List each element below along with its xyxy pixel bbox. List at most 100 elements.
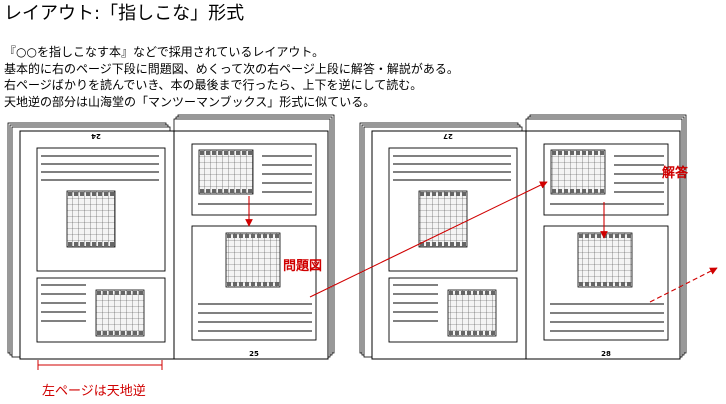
- piece-mark: [98, 192, 102, 196]
- piece-mark: [224, 151, 228, 155]
- piece-mark: [588, 151, 592, 155]
- piece-mark: [245, 282, 249, 286]
- piece-mark: [491, 291, 495, 295]
- problem-board: [225, 232, 281, 288]
- piece-mark: [74, 242, 78, 246]
- problem-label: 問題図: [283, 259, 322, 274]
- piece-mark: [80, 192, 84, 196]
- piece-mark: [218, 151, 222, 155]
- piece-mark: [485, 331, 489, 335]
- piece-mark: [609, 282, 613, 286]
- piece-mark: [230, 151, 234, 155]
- piece-mark: [115, 331, 119, 335]
- piece-mark: [576, 151, 580, 155]
- answer-to-next-page-arrow: [649, 267, 718, 303]
- piece-mark: [109, 291, 113, 295]
- piece-mark: [461, 331, 465, 335]
- piece-mark: [110, 242, 114, 246]
- piece-mark: [438, 242, 442, 246]
- piece-mark: [275, 282, 279, 286]
- piece-mark: [594, 189, 598, 193]
- description: 『○○を指しこなす本』などで採用されているレイアウト。 基本的に右のページ下段に…: [4, 44, 459, 110]
- piece-mark: [585, 282, 589, 286]
- left-page-number: 27: [443, 132, 453, 140]
- piece-mark: [133, 331, 137, 335]
- piece-mark: [68, 242, 72, 246]
- piece-mark: [224, 189, 228, 193]
- piece-mark: [121, 331, 125, 335]
- piece-mark: [591, 282, 595, 286]
- piece-mark: [456, 242, 460, 246]
- piece-mark: [74, 192, 78, 196]
- piece-mark: [263, 282, 267, 286]
- piece-mark: [92, 192, 96, 196]
- piece-mark: [263, 234, 267, 238]
- piece-mark: [600, 151, 604, 155]
- left-board-inverted: [418, 190, 468, 248]
- piece-mark: [236, 189, 240, 193]
- piece-mark: [212, 151, 216, 155]
- piece-mark: [455, 291, 459, 295]
- piece-mark: [127, 291, 131, 295]
- description-line: 『○○を指しこなす本』などで採用されているレイアウト。: [4, 45, 325, 59]
- piece-mark: [242, 151, 246, 155]
- piece-mark: [627, 234, 631, 238]
- piece-mark: [227, 234, 231, 238]
- piece-mark: [552, 151, 556, 155]
- piece-mark: [269, 282, 273, 286]
- piece-mark: [564, 151, 568, 155]
- piece-mark: [103, 291, 107, 295]
- piece-mark: [456, 192, 460, 196]
- piece-mark: [68, 192, 72, 196]
- piece-mark: [97, 331, 101, 335]
- piece-mark: [133, 291, 137, 295]
- piece-mark: [467, 331, 471, 335]
- piece-mark: [591, 234, 595, 238]
- piece-mark: [485, 291, 489, 295]
- piece-mark: [615, 234, 619, 238]
- piece-mark: [570, 151, 574, 155]
- piece-mark: [603, 282, 607, 286]
- piece-mark: [257, 234, 261, 238]
- piece-mark: [227, 282, 231, 286]
- piece-mark: [269, 234, 273, 238]
- piece-mark: [104, 242, 108, 246]
- piece-mark: [139, 291, 143, 295]
- piece-mark: [121, 291, 125, 295]
- piece-mark: [600, 189, 604, 193]
- piece-mark: [473, 331, 477, 335]
- piece-mark: [426, 192, 430, 196]
- piece-mark: [609, 234, 613, 238]
- piece-mark: [588, 189, 592, 193]
- piece-mark: [462, 242, 466, 246]
- piece-mark: [109, 331, 113, 335]
- piece-mark: [432, 242, 436, 246]
- piece-mark: [558, 151, 562, 155]
- piece-mark: [432, 192, 436, 196]
- piece-mark: [206, 151, 210, 155]
- description-line: 天地逆の部分は山海堂の「マンツーマンブックス」形式に似ている。: [4, 94, 376, 109]
- left-lower-board: [95, 289, 145, 337]
- piece-mark: [110, 192, 114, 196]
- piece-mark: [479, 331, 483, 335]
- piece-mark: [275, 234, 279, 238]
- piece-mark: [239, 234, 243, 238]
- page-title: レイアウト:「指しこな」形式: [4, 3, 245, 24]
- piece-mark: [233, 234, 237, 238]
- piece-mark: [444, 192, 448, 196]
- piece-mark: [597, 234, 601, 238]
- problem-to-answer-arrow: [309, 181, 548, 298]
- piece-mark: [230, 189, 234, 193]
- left-page-number: 24: [91, 132, 101, 140]
- piece-mark: [582, 189, 586, 193]
- piece-mark: [426, 242, 430, 246]
- piece-mark: [86, 242, 90, 246]
- description-line: 右ページばかりを読んでいき、本の最後まで行ったら、上下を逆にして読む。: [4, 78, 423, 92]
- piece-mark: [86, 192, 90, 196]
- piece-mark: [420, 242, 424, 246]
- piece-mark: [473, 291, 477, 295]
- piece-mark: [564, 189, 568, 193]
- piece-mark: [597, 282, 601, 286]
